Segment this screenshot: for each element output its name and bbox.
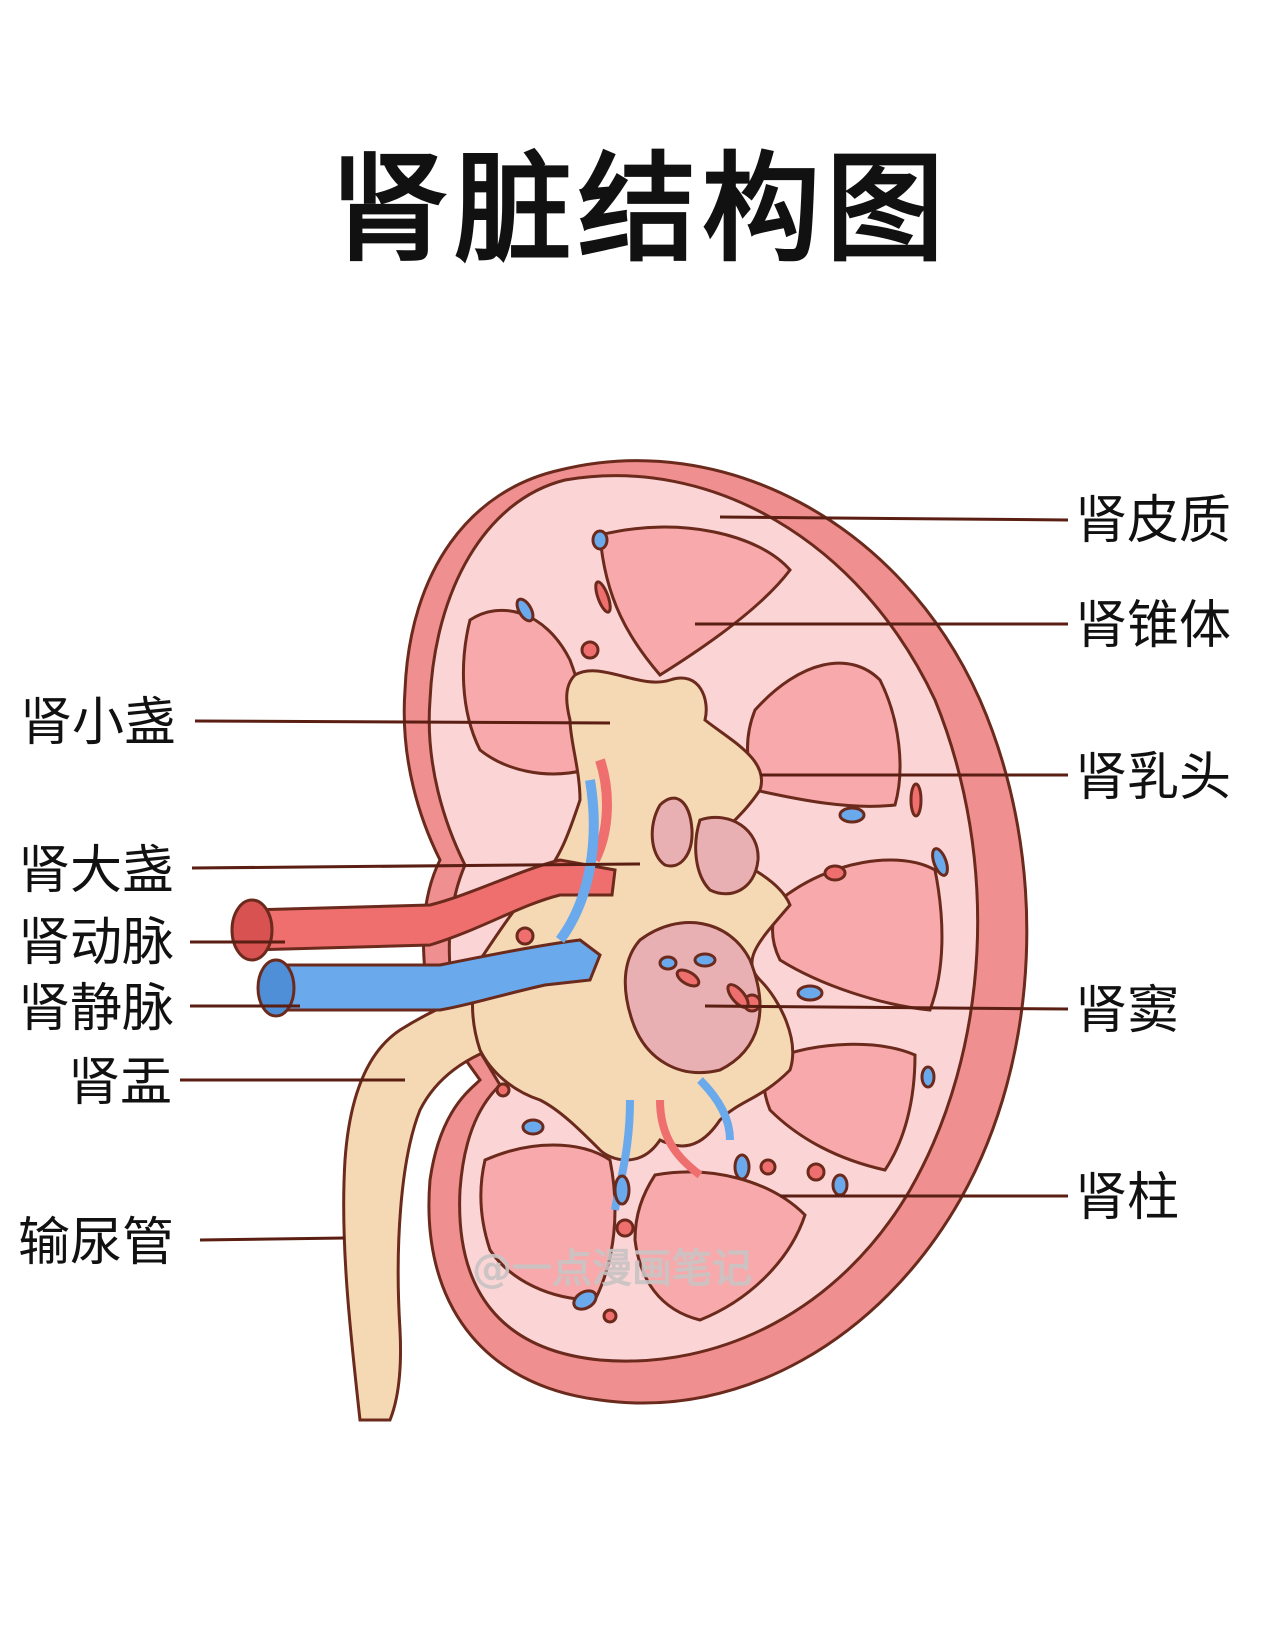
label-vein: 肾静脉 [18, 979, 174, 1039]
artery-branch [656, 1099, 703, 1179]
vessel-dot [521, 1118, 545, 1136]
vein-branch [697, 1077, 734, 1141]
small-vessels [495, 529, 949, 1324]
pyramid [771, 858, 944, 1012]
label-cortex: 肾皮质 [1075, 491, 1231, 551]
leader-major-calyx [191, 862, 641, 870]
vessel-dot [909, 782, 923, 818]
vessel-dot [495, 1082, 511, 1098]
leader-ureter [199, 1236, 346, 1242]
label-sinus: 肾窦 [1075, 981, 1179, 1041]
vessel-dot [838, 806, 866, 824]
vein-trunk [273, 938, 602, 1012]
vessel-dot [515, 597, 535, 623]
leader-cortex [719, 515, 1069, 522]
labels: 肾皮质 肾锥体 肾乳头 肾窦 肾柱 肾小盏 肾大盏 肾动脉 肾静脉 肾盂 输尿管 [18, 491, 1231, 1273]
vessel-dot [615, 1218, 635, 1238]
vein-opening [256, 958, 296, 1018]
vessel-dot [515, 926, 535, 946]
artery-branch [590, 758, 612, 863]
renal-vein-vessels [256, 779, 734, 1211]
vessel-dot [580, 640, 600, 660]
vessel-dot [920, 1065, 936, 1089]
leader-sinus [704, 1004, 1069, 1011]
vessel-dot [823, 864, 847, 882]
vessel-dot [796, 984, 824, 1002]
watermark: @一点漫画笔记 [472, 1246, 752, 1292]
vessel-dot [806, 1162, 826, 1182]
vessel-dot [831, 1173, 849, 1197]
label-papilla: 肾乳头 [1075, 748, 1231, 808]
sinus-opening [650, 796, 694, 868]
vessel-dot [613, 1174, 631, 1206]
vein-branch [555, 779, 599, 943]
pyramid [598, 525, 792, 677]
vessel-dot [572, 1289, 598, 1311]
artery-trunk [248, 858, 617, 952]
renal-sinus-pocket [623, 921, 762, 1075]
pyramid [762, 1042, 917, 1172]
vessel-dot [658, 955, 678, 971]
label-artery: 肾动脉 [18, 913, 174, 973]
vessel-dot [733, 1153, 751, 1181]
label-minor-calyx: 肾小盏 [20, 693, 176, 753]
leader-lines [180, 515, 1069, 1242]
label-major-calyx: 肾大盏 [18, 841, 174, 901]
pyramid [633, 1170, 807, 1322]
sinus-opening [694, 815, 760, 896]
label-ureter: 输尿管 [18, 1213, 174, 1273]
vessel-dot [602, 1308, 618, 1324]
vessel-dot [591, 529, 609, 551]
vessel-dot [594, 580, 612, 614]
leader-minor-calyx [194, 719, 611, 725]
artery-opening [230, 898, 274, 962]
renal-pyramids [461, 525, 944, 1322]
vessel-dot [675, 968, 701, 988]
label-pyramid: 肾锥体 [1075, 596, 1231, 656]
label-pelvis: 肾盂 [68, 1053, 172, 1113]
label-column: 肾柱 [1075, 1168, 1179, 1228]
vessel-dot [931, 847, 949, 877]
page-title: 肾脏结构图 [330, 140, 950, 278]
kidney-illustration [230, 459, 1029, 1422]
vessel-dot [759, 1158, 777, 1176]
vessel-dot [693, 952, 717, 968]
renal-artery-vessels [230, 758, 703, 1179]
